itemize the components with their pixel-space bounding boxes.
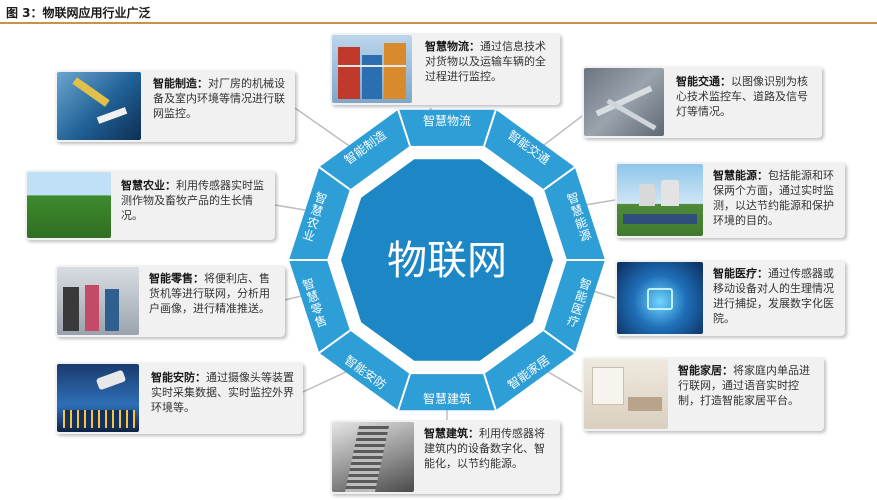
segment-label-medical-char: 智	[577, 275, 593, 293]
ring-separator	[543, 329, 576, 354]
card-home-text: 将家庭内单品进行联网，通过语音实时控制，打造智能家居平台。	[678, 364, 810, 407]
thumb-energy-plant	[617, 164, 703, 236]
thumb-home-interior	[584, 359, 668, 429]
thumb-medical-device	[617, 262, 703, 334]
connector-line-security	[302, 369, 351, 393]
card-retail-desc: 智能零售：将便利店、售货机等进行联网，分析用户画像，进行精准推送。	[149, 271, 279, 316]
segment-label-agriculture-char: 智	[313, 189, 329, 207]
connector-line-traffic	[539, 109, 591, 149]
thumb-security-camera	[57, 364, 139, 432]
thumb-traffic-highway	[584, 68, 664, 136]
card-building-desc: 智慧建筑：利用传感器将建筑内的设备数字化、智能化，以节约能源。	[424, 426, 554, 471]
card-security-desc: 智能安防：通过摄像头等装置实时采集数据、实时监控外界环境等。	[151, 370, 296, 415]
card-medical: 智能医疗：通过传感器或移动设备对人的生理情况进行捕捉，发展数字化医院。	[615, 260, 845, 336]
card-logistics: 智慧物流：通过信息技术对货物以及运输车辆的全过程进行监控。	[330, 33, 560, 105]
card-building-text: 利用传感器将建筑内的设备数字化、智能化，以节约能源。	[424, 427, 545, 470]
ring-separator	[483, 109, 497, 147]
card-traffic-desc: 智能交通：以图像识别为核心技术监控车、道路及信号灯等情况。	[676, 74, 816, 119]
card-agriculture-desc: 智慧农业：利用传感器实时监测作物及畜牧产品的生长情况。	[121, 178, 267, 223]
segment-label-logistics: 智慧物流	[423, 113, 471, 128]
segment-label-energy-char: 能	[573, 215, 589, 232]
segment-label-retail-char: 慧	[305, 287, 321, 305]
segment-label-retail-char: 零	[309, 301, 325, 318]
thumb-logistics-containers	[332, 35, 412, 103]
card-medical-text: 通过传感器或移动设备对人的生理情况进行捕捉，发展数字化医院。	[713, 267, 834, 325]
ring-separator	[397, 373, 411, 411]
connector-line-agriculture	[274, 204, 306, 211]
card-manufacturing: 智能制造：对厂房的机械设备及室内环境等情况进行联网监控。	[55, 70, 295, 142]
segment-label-agriculture: 智慧农业	[301, 189, 329, 244]
card-logistics-title: 智慧物流：	[425, 40, 480, 53]
segment-label-energy-char: 源	[577, 227, 593, 244]
segment-label-retail-char: 售	[313, 312, 329, 330]
card-building: 智慧建筑：利用传感器将建筑内的设备数字化、智能化，以节约能源。	[330, 420, 560, 494]
card-energy-desc: 智慧能源：包括能源和环保两个方面，通过实时监测，以达节约能源和保护环境的目的。	[713, 168, 841, 228]
card-manufacturing-desc: 智能制造：对厂房的机械设备及室内环境等情况进行联网监控。	[153, 76, 289, 121]
card-energy: 智慧能源：包括能源和环保两个方面，通过实时监测，以达节约能源和保护环境的目的。	[615, 162, 845, 238]
card-retail-title: 智能零售：	[149, 272, 204, 285]
card-agriculture-text: 利用传感器实时监测作物及畜牧产品的生长情况。	[121, 179, 264, 222]
card-agriculture: 智慧农业：利用传感器实时监测作物及畜牧产品的生长情况。	[25, 170, 275, 240]
title-divider	[0, 22, 877, 24]
segment-label-energy-char: 智	[565, 189, 581, 207]
segment-label-energy: 智慧能源	[565, 189, 593, 244]
ring-separator	[483, 373, 497, 411]
card-medical-desc: 智能医疗：通过传感器或移动设备对人的生理情况进行捕捉，发展数字化医院。	[713, 266, 841, 326]
card-manufacturing-text: 对厂房的机械设备及室内环境等情况进行联网监控。	[153, 77, 285, 120]
card-energy-title: 智慧能源：	[713, 169, 768, 182]
card-security-title: 智能安防：	[151, 371, 206, 384]
card-manufacturing-title: 智能制造：	[153, 77, 208, 90]
segment-label-agriculture-char: 业	[301, 227, 317, 244]
thumb-retail-store	[57, 267, 139, 335]
segment-label-medical-char: 医	[569, 301, 585, 318]
card-retail: 智能零售：将便利店、售货机等进行联网，分析用户画像，进行精准推送。	[55, 265, 285, 337]
card-logistics-desc: 智慧物流：通过信息技术对货物以及运输车辆的全过程进行监控。	[425, 39, 555, 84]
segment-label-energy-char: 慧	[569, 201, 585, 219]
ring-separator	[318, 329, 351, 354]
segment-label-agriculture-char: 农	[305, 215, 321, 232]
ring-separator	[543, 166, 576, 191]
ring-separator	[397, 109, 411, 147]
hub-decagon	[341, 159, 553, 361]
card-security: 智能安防：通过摄像头等装置实时采集数据、实时监控外界环境等。	[55, 362, 303, 434]
figure-title: 图 3：物联网应用行业广泛	[6, 6, 151, 20]
card-traffic-title: 智能交通：	[676, 75, 731, 88]
card-home-title: 智能家居：	[678, 364, 733, 377]
card-security-text: 通过摄像头等装置实时采集数据、实时监控外界环境等。	[151, 371, 294, 414]
thumb-building-tower	[332, 422, 414, 492]
connector-line-home	[544, 369, 583, 393]
connector-line-energy	[584, 199, 616, 206]
card-logistics-text: 通过信息技术对货物以及运输车辆的全过程进行监控。	[425, 40, 546, 83]
segment-label-medical-char: 能	[573, 288, 589, 305]
ring-separator	[318, 166, 351, 191]
hub-label: 物联网	[387, 238, 507, 284]
card-traffic-text: 以图像识别为核心技术监控车、道路及信号灯等情况。	[676, 75, 808, 118]
card-energy-text: 包括能源和环保两个方面，通过实时监测，以达节约能源和保护环境的目的。	[713, 169, 834, 227]
card-home-desc: 智能家居：将家庭内单品进行联网，通过语音实时控制，打造智能家居平台。	[678, 363, 818, 408]
card-building-title: 智慧建筑：	[424, 427, 479, 440]
thumb-agriculture-field	[27, 172, 111, 238]
card-retail-text: 将便利店、售货机等进行联网，分析用户画像，进行精准推送。	[149, 272, 270, 315]
card-traffic: 智能交通：以图像识别为核心技术监控车、道路及信号灯等情况。	[582, 66, 822, 138]
segment-label-medical-char: 疗	[565, 313, 581, 330]
thumb-manufacturing-robots	[57, 72, 141, 140]
segment-label-building: 智慧建筑	[423, 391, 471, 406]
card-medical-title: 智能医疗：	[713, 267, 768, 280]
segment-label-retail-char: 智	[301, 275, 317, 293]
segment-label-medical: 智能医疗	[565, 275, 593, 330]
connector-line-manufacturing	[294, 107, 356, 151]
card-home: 智能家居：将家庭内单品进行联网，通过语音实时控制，打造智能家居平台。	[582, 357, 824, 431]
segment-label-agriculture-char: 慧	[309, 201, 325, 219]
card-agriculture-title: 智慧农业：	[121, 179, 176, 192]
